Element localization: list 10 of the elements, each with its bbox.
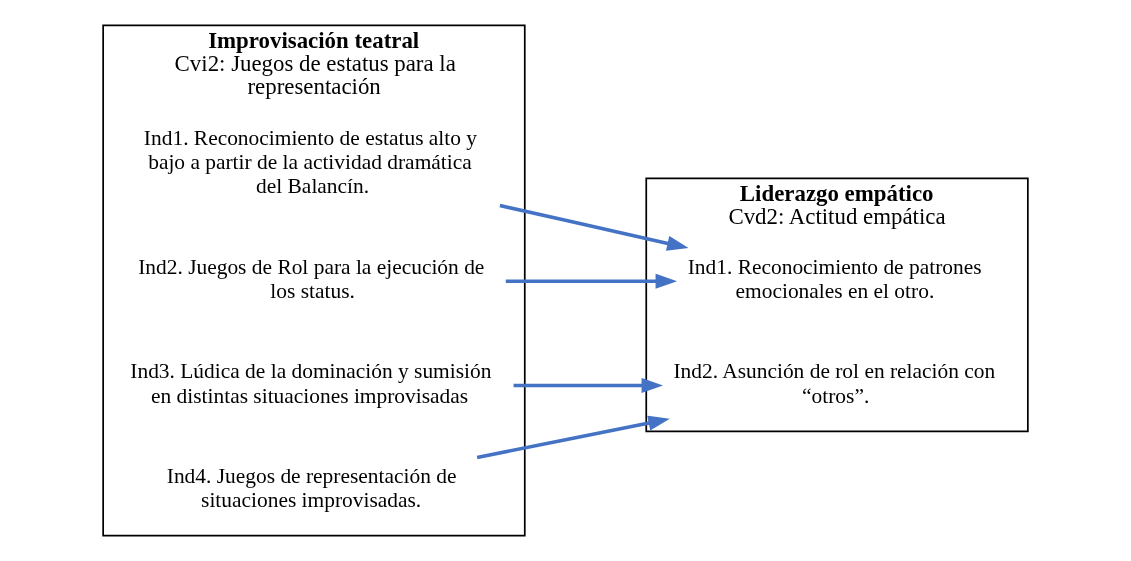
arrow (499, 203, 689, 251)
node-text: Ind4. Juegos de representación de situaciones improvisadas. (166, 463, 457, 513)
node-text: Ind3. Lúdica de la dominación y sumisión en distintas situaciones improvisadas (130, 359, 492, 408)
arrow (476, 415, 670, 460)
node-text: Ind2. Juegos de Rol para la ejecución de los status. (138, 255, 485, 304)
node-text: Ind1. Reconocimiento de estatus alto y bajo a partir de la actividad dramática del Balancín. (143, 125, 478, 199)
node-text: Ind1. Reconocimiento de patrones emocionales en el otro. (687, 255, 982, 304)
node-text: Ind2. Asunción de rol en relación con “otros”. (673, 359, 996, 408)
arrow (513, 378, 664, 394)
arrow (505, 273, 678, 289)
